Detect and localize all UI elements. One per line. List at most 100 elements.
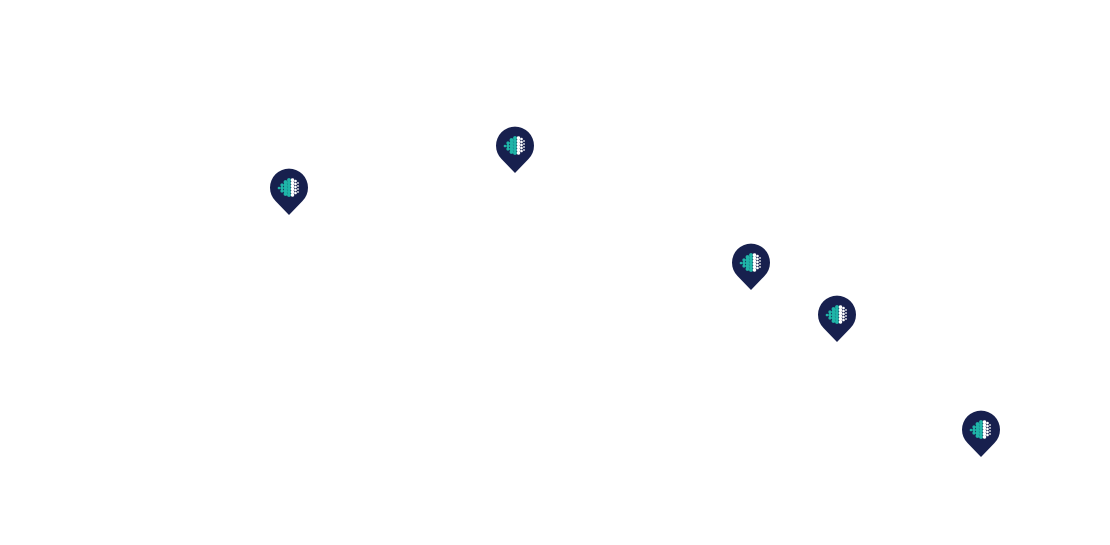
logo-dot	[745, 255, 750, 259]
dotted-globe-logo	[739, 253, 761, 272]
logo-dot	[277, 186, 281, 190]
logo-dot	[979, 429, 983, 433]
logo-dot	[752, 268, 757, 272]
logo-dot	[509, 147, 514, 151]
logo-dot	[287, 193, 291, 197]
logo-dot	[756, 266, 759, 270]
logo-dot	[835, 314, 839, 318]
logo-dot	[845, 318, 847, 320]
logo-dot	[972, 425, 976, 429]
logo-dot	[283, 183, 288, 187]
logo-dot	[290, 187, 295, 191]
logo-dot	[520, 143, 523, 147]
logo-dot	[975, 428, 980, 432]
logo-dot	[745, 264, 750, 268]
logo-dot	[838, 317, 843, 321]
logo-dot	[759, 257, 761, 259]
logo-dot	[759, 266, 761, 268]
logo-dot	[742, 258, 746, 262]
logo-dot	[969, 428, 973, 432]
logo-dot	[972, 428, 976, 432]
logo-dot	[290, 181, 295, 185]
location-pin-icon	[270, 168, 308, 215]
logo-dot	[503, 144, 507, 148]
logo-dot	[975, 422, 980, 426]
logo-dot	[838, 308, 843, 312]
map-marker-2[interactable]	[495, 126, 535, 174]
map-marker-5[interactable]	[961, 410, 1001, 458]
dotted-globe-logo	[277, 178, 299, 197]
logo-dot	[986, 424, 989, 428]
logo-dot	[979, 420, 983, 424]
logo-dot	[280, 189, 284, 193]
logo-dot	[756, 254, 759, 258]
logo-dot	[975, 431, 980, 435]
location-pin-icon	[962, 410, 1000, 457]
logo-dot	[752, 265, 757, 269]
logo-dot	[756, 260, 759, 264]
location-pin-icon	[818, 295, 856, 342]
logo-dot	[842, 318, 845, 322]
logo-dot	[523, 146, 525, 148]
logo-dot	[745, 261, 750, 265]
logo-dot	[516, 142, 521, 146]
logo-dot	[283, 189, 288, 193]
logo-dot	[294, 179, 297, 183]
logo-dot	[989, 430, 991, 432]
logo-dot	[280, 186, 284, 190]
logo-dot	[831, 316, 836, 320]
logo-dot	[749, 259, 753, 263]
logo-dot	[509, 144, 514, 148]
logo-dot	[297, 182, 299, 184]
logo-dot	[982, 429, 987, 433]
logo-dot	[520, 140, 523, 144]
map-marker-1[interactable]	[269, 168, 309, 216]
location-pin-icon	[496, 126, 534, 173]
logo-dot	[982, 426, 987, 430]
logo-dot	[831, 319, 836, 323]
logo-dot	[283, 192, 288, 196]
logo-dot	[979, 432, 983, 436]
logo-dot	[831, 310, 836, 314]
logo-dot	[745, 258, 750, 262]
logo-dot	[756, 257, 759, 261]
logo-dot	[287, 178, 291, 182]
logo-dot	[294, 182, 297, 186]
logo-dot	[506, 141, 510, 145]
logo-dot	[749, 256, 753, 260]
logo-dot	[838, 314, 843, 318]
logo-dot	[280, 183, 284, 187]
logo-dot	[739, 261, 743, 265]
logo-dot	[516, 151, 521, 155]
logo-dot	[749, 253, 753, 257]
logo-dot	[520, 137, 523, 141]
logo-dot	[986, 433, 989, 437]
logo-dot	[979, 426, 983, 430]
logo-dot	[749, 262, 753, 266]
logo-dot	[759, 260, 761, 262]
logo-dot	[509, 138, 514, 142]
logo-dot	[297, 191, 299, 193]
logo-dot	[749, 265, 753, 269]
logo-dot	[828, 316, 832, 320]
logo-dot	[982, 423, 987, 427]
logo-dot	[975, 434, 980, 438]
logo-dot	[842, 309, 845, 313]
logo-dot	[745, 267, 750, 271]
logo-dot	[513, 136, 517, 140]
logo-dot	[828, 313, 832, 317]
map-marker-3[interactable]	[731, 243, 771, 291]
logo-dot	[752, 253, 757, 257]
logo-dot	[290, 193, 295, 197]
map-marker-4[interactable]	[817, 295, 857, 343]
logo-dot	[835, 311, 839, 315]
logo-dot	[986, 430, 989, 434]
logo-dot	[835, 320, 839, 324]
logo-dot	[297, 188, 299, 190]
logo-dot	[749, 268, 753, 272]
logo-dot	[287, 190, 291, 194]
logo-dot	[523, 140, 525, 142]
logo-dot	[294, 191, 297, 195]
logo-dot	[297, 185, 299, 187]
